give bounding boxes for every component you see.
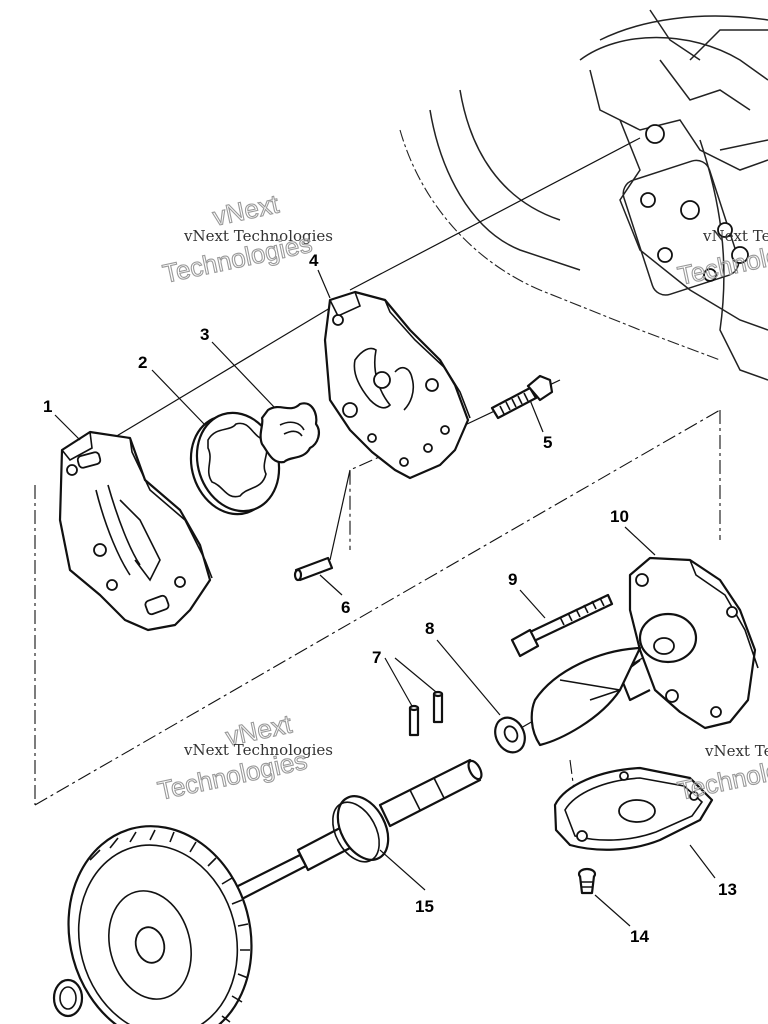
washer-8 xyxy=(494,716,526,754)
callout-7: 7 xyxy=(372,648,381,667)
watermark-line-2: vNext Technologies xyxy=(704,742,768,760)
screw-5 xyxy=(490,374,554,420)
pump-cover xyxy=(618,556,759,730)
pump-plate xyxy=(323,290,471,480)
watermark-line-2: vNext Technologies xyxy=(702,227,768,245)
inner-rotor xyxy=(259,402,320,464)
screw-14 xyxy=(577,867,597,895)
outer-rotor xyxy=(189,411,281,516)
callout-13: 13 xyxy=(718,880,737,899)
callout-14: 14 xyxy=(630,927,649,946)
callout-5: 5 xyxy=(543,433,552,452)
callout-10: 10 xyxy=(610,507,629,526)
watermark-line-2: vNext Technologies xyxy=(183,227,333,245)
pump-body xyxy=(58,430,213,632)
callout-4: 4 xyxy=(309,251,319,270)
drive-shaft-15 xyxy=(228,758,483,904)
pins-7 xyxy=(408,690,444,737)
callout-1: 1 xyxy=(43,397,52,416)
bolt-9 xyxy=(510,593,614,658)
watermark-upper-left: vNext vNext Technologies Technologies xyxy=(159,188,333,289)
callout-numbers: 1 2 3 4 5 6 7 8 9 10 13 14 15 xyxy=(43,251,737,946)
watermark-lower-right: vNext Technologies Technologies xyxy=(674,742,768,806)
oil-strainer-screen xyxy=(530,646,642,747)
callout-2: 2 xyxy=(138,353,147,372)
callout-leaders xyxy=(54,269,716,927)
drive-gear xyxy=(52,825,253,1024)
watermark-lower-left: vNext vNext Technologies Technologies xyxy=(154,708,333,806)
callout-6: 6 xyxy=(341,598,350,617)
callout-3: 3 xyxy=(200,325,209,344)
dowel-pin-6 xyxy=(293,556,334,582)
watermark-line-2: vNext Technologies xyxy=(183,741,333,759)
callout-15: 15 xyxy=(415,897,434,916)
callout-9: 9 xyxy=(508,570,517,589)
callout-8: 8 xyxy=(425,619,434,638)
watermark-upper-right: vNext Technologies Technologies xyxy=(674,227,768,291)
watermark-line-1: vNext xyxy=(210,189,282,232)
engine-case xyxy=(399,9,768,381)
gasket-13 xyxy=(553,766,714,851)
